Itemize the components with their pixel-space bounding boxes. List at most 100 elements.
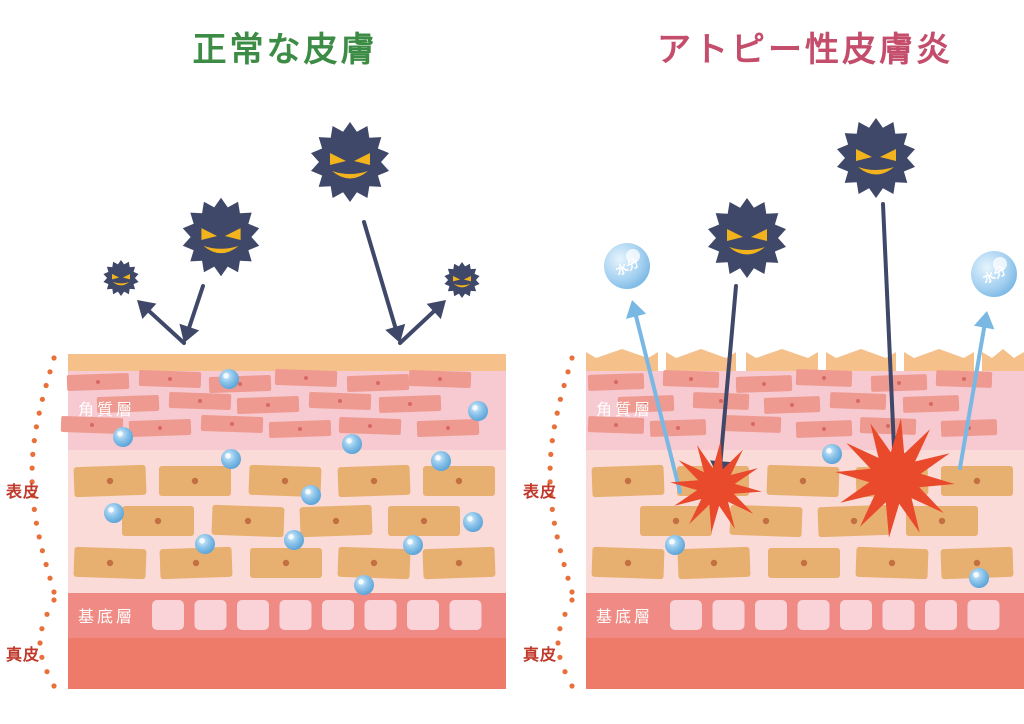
corneum-cell bbox=[649, 419, 707, 437]
corneum-cell-nucleus bbox=[338, 399, 342, 403]
bracket-dot bbox=[47, 369, 53, 375]
epidermis-cell bbox=[159, 546, 233, 580]
epidermis-cell-nucleus bbox=[624, 477, 632, 485]
germ-mouth bbox=[203, 245, 239, 254]
corneum-cell-nucleus bbox=[158, 426, 162, 430]
corneum-cell bbox=[416, 418, 480, 438]
bracket-dot bbox=[569, 355, 575, 361]
epidermis-cell bbox=[211, 504, 285, 538]
epidermis-cell-nucleus bbox=[106, 559, 114, 567]
bracket-dot bbox=[562, 611, 568, 617]
label-dermis: 真皮 bbox=[523, 645, 557, 664]
drop-body bbox=[195, 534, 215, 554]
corneum-cell bbox=[662, 370, 720, 388]
arrow-head bbox=[385, 323, 406, 343]
germ-icon bbox=[103, 260, 139, 296]
corneum-cell-nucleus bbox=[751, 422, 755, 426]
drop-body bbox=[463, 512, 483, 532]
corneum-cell bbox=[795, 369, 853, 387]
corneum-cell bbox=[96, 394, 160, 414]
corneum-cell bbox=[859, 417, 917, 435]
bracket-dot bbox=[39, 626, 45, 632]
germ-icon bbox=[837, 118, 915, 198]
basal-cell bbox=[882, 600, 915, 630]
bracket-dot bbox=[557, 626, 563, 632]
germ-icon bbox=[311, 122, 389, 202]
bracket-dot bbox=[51, 355, 57, 361]
drop-shine bbox=[669, 539, 675, 545]
arrow-shaft bbox=[958, 322, 987, 470]
drop-shine bbox=[223, 373, 229, 379]
germ-eye bbox=[856, 149, 872, 161]
germ-mouth bbox=[729, 247, 765, 255]
bracket-dot bbox=[549, 506, 555, 512]
epidermis-cell bbox=[159, 466, 231, 496]
corneum-cell bbox=[346, 373, 410, 393]
epidermis-cell bbox=[73, 464, 147, 498]
moisture-drop-icon bbox=[468, 401, 488, 421]
epidermis-cell bbox=[591, 546, 665, 580]
drop-body bbox=[969, 568, 989, 588]
basal-cell bbox=[449, 600, 482, 630]
epidermis-cell bbox=[768, 548, 840, 578]
epidermis-cell bbox=[250, 548, 322, 578]
epidermis-cell-nucleus bbox=[455, 477, 463, 485]
epidermis-cell-nucleus bbox=[282, 559, 290, 567]
moisture-drop-icon bbox=[969, 568, 989, 588]
germ-body bbox=[103, 260, 139, 296]
drop-shine bbox=[407, 539, 413, 545]
drop-shine bbox=[305, 489, 311, 495]
drop-shine bbox=[993, 257, 1007, 271]
arrow-head bbox=[426, 300, 446, 320]
epidermis-cell-nucleus bbox=[244, 517, 252, 525]
effects: 水分水分 bbox=[103, 118, 1017, 595]
bounce-arrow bbox=[137, 300, 186, 345]
epidermis-cell-nucleus bbox=[624, 559, 632, 567]
corneum-cell bbox=[692, 392, 750, 410]
corneum-cell bbox=[338, 416, 402, 436]
basal-cell bbox=[152, 600, 184, 630]
epidermis-cell bbox=[817, 504, 891, 538]
drop-body bbox=[301, 485, 321, 505]
drop-shine bbox=[288, 534, 294, 540]
bracket-dot bbox=[44, 611, 50, 617]
moisture-drop-icon bbox=[342, 434, 362, 454]
drop-body bbox=[468, 401, 488, 421]
epidermis-cell-nucleus bbox=[672, 517, 680, 525]
epidermis-cell bbox=[122, 506, 194, 536]
arrow-head bbox=[625, 300, 647, 319]
bracket-dot bbox=[51, 683, 57, 689]
epidermis-cell bbox=[855, 546, 929, 580]
moisture-drop-icon bbox=[354, 575, 374, 595]
bounce-arrow-line bbox=[179, 284, 205, 343]
moisture-drop-icon bbox=[822, 444, 842, 464]
peeling-surface-scale bbox=[746, 349, 818, 371]
germ-eye bbox=[880, 149, 896, 161]
epidermis-cell-nucleus bbox=[420, 517, 428, 525]
corneum-cell-nucleus bbox=[438, 377, 442, 381]
epidermis-cell bbox=[591, 464, 665, 498]
epidermis-cell bbox=[729, 504, 803, 538]
germ-eye bbox=[354, 153, 370, 165]
corneum-cell bbox=[378, 394, 442, 414]
inflammation-burst-icon bbox=[835, 418, 955, 538]
bracket-dot bbox=[39, 654, 45, 660]
bracket-dot bbox=[547, 465, 553, 471]
corneum-cell-nucleus bbox=[238, 382, 242, 386]
bracket-dot bbox=[549, 438, 555, 444]
drop-shine bbox=[472, 405, 478, 411]
corneum-cell-nucleus bbox=[762, 382, 766, 386]
arrow-shaft bbox=[633, 311, 682, 494]
epidermis-cell-nucleus bbox=[973, 477, 981, 485]
corneum-cell-nucleus bbox=[368, 424, 372, 428]
bracket-dot bbox=[37, 640, 43, 646]
corneum-cell bbox=[587, 416, 645, 434]
dermis-band bbox=[68, 638, 506, 689]
corneum-cell-nucleus bbox=[408, 402, 412, 406]
corneum-cell bbox=[408, 369, 472, 389]
moisture-drop-icon bbox=[463, 512, 483, 532]
drop-shine bbox=[626, 249, 640, 263]
bracket-dot bbox=[31, 506, 37, 512]
